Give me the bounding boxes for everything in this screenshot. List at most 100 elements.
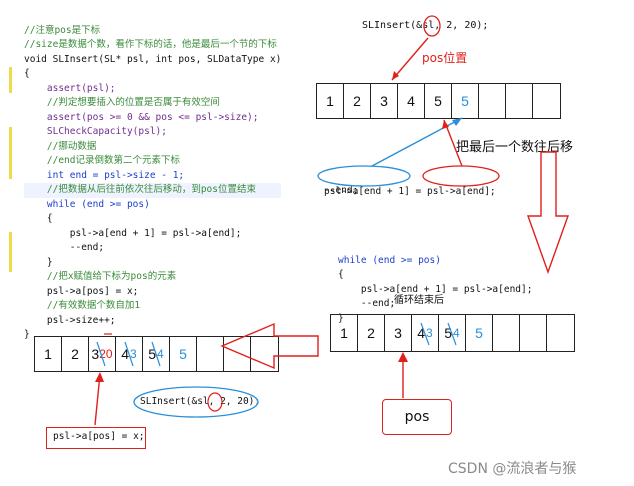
- code-line-20: psl->a[pos] = x;: [24, 285, 139, 297]
- array-final-cell: 5: [170, 337, 197, 371]
- code-line-17: --end;: [24, 242, 105, 253]
- array-before-cell: 1: [317, 84, 344, 118]
- big-left-arrow: [220, 322, 319, 370]
- code-panel-left: //注意pos是下标 //size是数据个数，看作下标的话，他是最后一个节的下标 v…: [0, 0, 330, 340]
- arrow-to-pos-head: [392, 71, 399, 80]
- code-line-7: assert(pos >= 0 && pos <= psl->size);: [24, 111, 259, 123]
- array-final-cell: 1: [35, 337, 62, 371]
- loop-line-1: while (end >= pos): [338, 254, 441, 266]
- circle-around-2-bottom: [207, 392, 223, 412]
- cell-old-value: 4: [121, 346, 130, 362]
- strike-final-cell-3: [96, 341, 106, 367]
- code-line-15: {: [24, 213, 53, 224]
- arrow-pos-head: [398, 352, 408, 362]
- loop-line-2: {: [338, 269, 344, 280]
- loop-line-3: psl->a[end + 1] = psl->a[end];: [338, 283, 533, 295]
- assign-pos-box: psl->a[pos] = x;: [46, 427, 146, 449]
- strike-final-cell-4: [124, 341, 134, 367]
- pos-pointer-label: pos: [404, 409, 430, 425]
- code-line-18: }: [24, 256, 53, 268]
- ellipse-end-plus-1: [317, 165, 411, 187]
- array-before-cell: 4: [398, 84, 425, 118]
- array-after-cell: 3: [385, 315, 412, 351]
- array-before-cell: 2: [344, 84, 371, 118]
- watermark: CSDN @流浪者与猴: [448, 461, 577, 477]
- array-after-cell: 2: [358, 315, 385, 351]
- ellipse-end: [422, 165, 500, 187]
- strike-cell-5: [447, 322, 457, 346]
- code-line-11: //end记录倒数第二个元素下标: [24, 155, 180, 166]
- cell-new-value: 4: [453, 326, 460, 340]
- top-insert-call: SLInsert(&sl, 2, 20);: [362, 20, 489, 31]
- code-line-1: //注意pos是下标: [24, 24, 101, 36]
- assign-equals: =: [415, 185, 422, 197]
- code-line-10: //挪动数据: [24, 140, 97, 152]
- arrow-end-head: [442, 120, 449, 129]
- code-listing-left: //注意pos是下标 //size是数据个数，看作下标的话，他是最后一个节的下标 v…: [24, 9, 282, 372]
- cell-new-value: 4: [157, 347, 164, 361]
- pos-pointer-box: pos: [382, 399, 452, 435]
- decrement-line-top: --end;: [324, 185, 359, 196]
- array-final-cell: 2: [62, 337, 89, 371]
- ellipse-bottom-call: [133, 386, 259, 418]
- array-before-cell: [506, 84, 533, 118]
- code-line-19: //把x赋值给下标为pos的元素: [24, 271, 177, 282]
- loop-code-right: while (end >= pos) { psl->a[end + 1] = ps…: [338, 239, 532, 341]
- code-line-22: psl->size++;: [24, 314, 116, 326]
- array-after-cell: [493, 315, 520, 351]
- code-line-12: int end = psl->size - 1;: [24, 169, 185, 181]
- code-line-3: void SLInsert(SL* psl, int pos, SLDataTy…: [24, 53, 282, 65]
- assign-left-expr: psl->a[end + 1]: [324, 185, 410, 197]
- array-before-cell-moved: 5: [452, 84, 479, 118]
- strike-final-cell-5: [151, 341, 161, 367]
- code-line-4: {: [24, 68, 30, 79]
- cell-new-value: 3: [426, 326, 433, 340]
- array-after-cell: [520, 315, 547, 351]
- array-before-cell: [479, 84, 506, 118]
- array-final-cell: [197, 337, 224, 371]
- cell-old-value: 5: [148, 346, 157, 362]
- arrow-to-pos: [391, 37, 429, 81]
- array-before-cell: 3: [371, 84, 398, 118]
- arrow-assign-head: [95, 372, 104, 382]
- loop-line-5: }: [338, 312, 344, 324]
- big-down-arrow: [527, 151, 569, 275]
- cell-new-value: 3: [130, 347, 137, 361]
- code-line-8: SLCheckCapacity(psl);: [24, 126, 167, 137]
- loop-line-4: --end;: [338, 298, 396, 309]
- change-margin-2: [9, 127, 12, 179]
- pos-position-label: pos位置: [422, 51, 468, 65]
- bottom-insert-call: SLInsert(&sl, 2, 20);: [140, 396, 261, 407]
- code-line-23: }: [24, 329, 30, 340]
- code-line-13: //把数据从后往前依次往后移动，到pos位置结束: [24, 183, 282, 198]
- cell-old-value: 3: [91, 346, 100, 362]
- assign-statement-top: psl->a[end + 1] = psl->a[end];: [324, 170, 496, 199]
- code-line-16: psl->a[end + 1] = psl->a[end];: [24, 227, 242, 239]
- code-line-21: //有效数据个数自加1: [24, 300, 141, 311]
- array-final-cell: [224, 337, 251, 371]
- arrow-end-to-cell: [443, 119, 463, 167]
- assign-pos-line: psl->a[pos] = x;: [53, 431, 145, 442]
- assign-right-expr: psl->a[end];: [427, 185, 496, 197]
- array-before-cell: 5: [425, 84, 452, 118]
- array-before-move: 1 2 3 4 5 5: [316, 83, 561, 119]
- strike-cell-4: [420, 322, 430, 346]
- move-last-label: 把最后一个数往后移: [456, 140, 574, 155]
- array-after-cell: 1: [331, 315, 358, 351]
- arrow-end-plus-1-to-cell: [371, 117, 463, 167]
- after-loop-label: 循环结束后: [394, 295, 444, 306]
- change-margin-1: [9, 67, 12, 93]
- code-line-6: //判定想要插入的位置是否属于有效空间: [24, 97, 220, 108]
- array-after-cell: 5: [466, 315, 493, 351]
- arrow-end-plus-1-head: [452, 118, 462, 126]
- cell-old-value: 4: [417, 325, 426, 341]
- cell-old-value: 5: [444, 325, 453, 341]
- code-line-2: //size是数据个数，看作下标的话，他是最后一个节的下标: [24, 39, 277, 50]
- code-line-5: assert(psl);: [24, 82, 116, 94]
